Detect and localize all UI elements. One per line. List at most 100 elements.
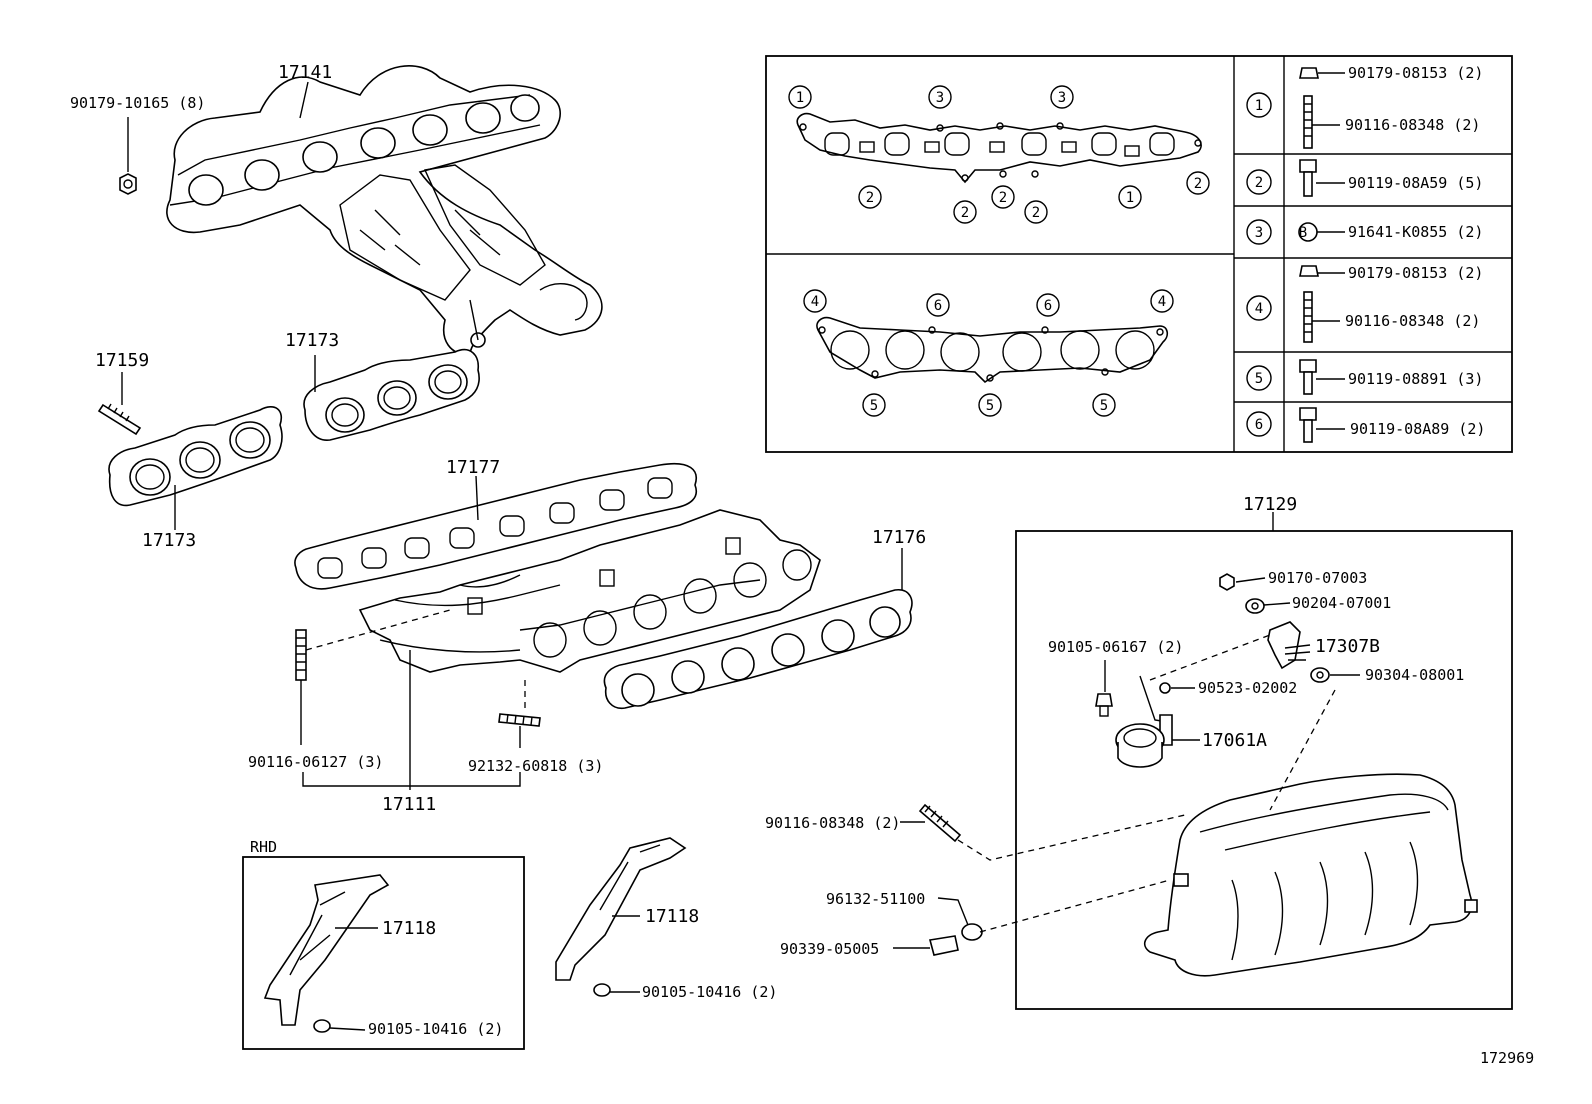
rhd-title: RHD [250, 838, 277, 856]
label-92132-60818: 92132-60818 (3) [468, 757, 603, 775]
svg-text:1: 1 [1255, 98, 1263, 114]
order-circle-top: 3 [928, 85, 952, 109]
bracket-17307b-icon[interactable] [1267, 621, 1311, 670]
label-17129: 17129 [1243, 494, 1297, 515]
svg-text:1: 1 [796, 90, 804, 106]
order-circle-top: 2 [1186, 171, 1210, 195]
label-17176: 17176 [872, 527, 926, 548]
legend-5-part: 90119-08891 (3) [1348, 370, 1483, 388]
order-gasket-top [796, 112, 1202, 184]
order-circle-top: 1 [1118, 185, 1142, 209]
hose-90339-icon[interactable] [893, 879, 1171, 956]
stud-17159-icon[interactable] [97, 372, 142, 436]
legend-4-part-a: 90179-08153 (2) [1348, 264, 1483, 282]
drawing-number: 172969 [1480, 1049, 1534, 1067]
clamp-96132-icon[interactable] [937, 897, 983, 941]
svg-text:3: 3 [936, 90, 944, 106]
intake-gasket-17177[interactable] [294, 463, 697, 590]
exhaust-gasket-lower[interactable] [108, 406, 283, 530]
label-rhd-17118: 17118 [382, 918, 436, 939]
stud-90116-06127-icon[interactable] [295, 609, 451, 745]
legend-2-part: 90119-08A59 (5) [1348, 174, 1483, 192]
svg-text:2: 2 [1194, 176, 1202, 192]
legend-key-circle: 2 [1246, 169, 1272, 195]
order-circle-top: 2 [1024, 200, 1048, 224]
clip-90523-icon[interactable] [1159, 682, 1195, 694]
rhd-bolt-icon[interactable] [313, 1019, 366, 1033]
svg-text:4: 4 [1158, 294, 1166, 310]
svg-text:6: 6 [934, 298, 942, 314]
label-17177: 17177 [446, 457, 500, 478]
svg-text:2: 2 [866, 190, 874, 206]
label-90339-05005: 90339-05005 [780, 940, 879, 958]
label-17173-lower: 17173 [142, 530, 196, 551]
label-90105-10416: 90105-10416 (2) [642, 983, 777, 1001]
tightening-order-box [765, 55, 1513, 453]
label-90105-06167: 90105-06167 (2) [1048, 638, 1183, 656]
exhaust-nut-icon[interactable] [119, 117, 137, 195]
label-17111: 17111 [382, 794, 436, 815]
order-circle-top: 3 [1050, 85, 1074, 109]
exhaust-gasket-upper[interactable] [303, 348, 480, 441]
intake-gasket-17176[interactable] [603, 548, 913, 710]
svg-text:4: 4 [1255, 301, 1263, 317]
svg-text:5: 5 [870, 398, 878, 414]
label-90116-06127: 90116-06127 (3) [248, 753, 383, 771]
label-90170-07003: 90170-07003 [1268, 569, 1367, 587]
label-96132-51100: 96132-51100 [826, 890, 925, 908]
order-circle-bottom: 4 [1150, 289, 1174, 313]
legend-glyphs [1298, 67, 1345, 443]
order-gasket-bottom [816, 316, 1169, 384]
intake-plenum-drawing[interactable] [1143, 773, 1478, 977]
svg-text:2: 2 [1255, 175, 1263, 191]
nut-90170-icon[interactable] [1219, 573, 1266, 591]
stud-92132-60818-icon[interactable] [498, 680, 541, 748]
washer-90204-icon[interactable] [1245, 598, 1291, 614]
svg-text:1: 1 [1126, 190, 1134, 206]
svg-text:6: 6 [1255, 417, 1263, 433]
legend-key-circle: 4 [1246, 295, 1272, 321]
plenum-group-box [1015, 530, 1513, 1010]
label-17159: 17159 [95, 350, 149, 371]
order-circle-bottom: 6 [926, 293, 950, 317]
intake-manifold-17111[interactable] [358, 509, 821, 790]
svg-text:4: 4 [811, 294, 819, 310]
actuator-17061a-icon[interactable] [1115, 675, 1200, 768]
legend-6-part: 90119-08A89 (2) [1350, 420, 1485, 438]
legend-symbol-b: B [1299, 225, 1307, 241]
label-rhd-90105-10416: 90105-10416 (2) [368, 1020, 503, 1038]
label-90304-08001: 90304-08001 [1365, 666, 1464, 684]
exhaust-manifold-drawing[interactable] [166, 65, 603, 356]
stay-17118[interactable] [555, 837, 687, 981]
svg-text:2: 2 [1032, 205, 1040, 221]
label-90204-07001: 90204-07001 [1292, 594, 1391, 612]
legend-key-circle: 6 [1246, 411, 1272, 437]
svg-text:5: 5 [986, 398, 994, 414]
legend-3-part: 91641-K0855 (2) [1348, 223, 1483, 241]
label-90523-02002: 90523-02002 [1198, 679, 1297, 697]
label-90179-10165: 90179-10165 (8) [70, 94, 205, 112]
legend-4-part-b: 90116-08348 (2) [1345, 312, 1480, 330]
stay-bolt-icon[interactable] [593, 983, 640, 997]
order-circle-top: 2 [953, 200, 977, 224]
order-circle-top: 1 [788, 85, 812, 109]
legend-1-part-b: 90116-08348 (2) [1345, 116, 1480, 134]
svg-text:3: 3 [1058, 90, 1066, 106]
bolt-90105-06167-icon[interactable] [1095, 660, 1113, 717]
svg-text:5: 5 [1100, 398, 1108, 414]
order-circle-top: 2 [858, 185, 882, 209]
rhd-box [242, 856, 525, 1050]
label-17307b: 17307B [1315, 636, 1380, 657]
label-17118: 17118 [645, 906, 699, 927]
rhd-stay-17118[interactable] [263, 874, 390, 1026]
washer-90304-icon[interactable] [1269, 667, 1360, 811]
svg-text:3: 3 [1255, 225, 1263, 241]
order-circle-bottom: 5 [978, 393, 1002, 417]
stud-90116-08348-icon[interactable] [900, 803, 1186, 861]
label-17173-upper: 17173 [285, 330, 339, 351]
label-90116-08348: 90116-08348 (2) [765, 814, 900, 832]
